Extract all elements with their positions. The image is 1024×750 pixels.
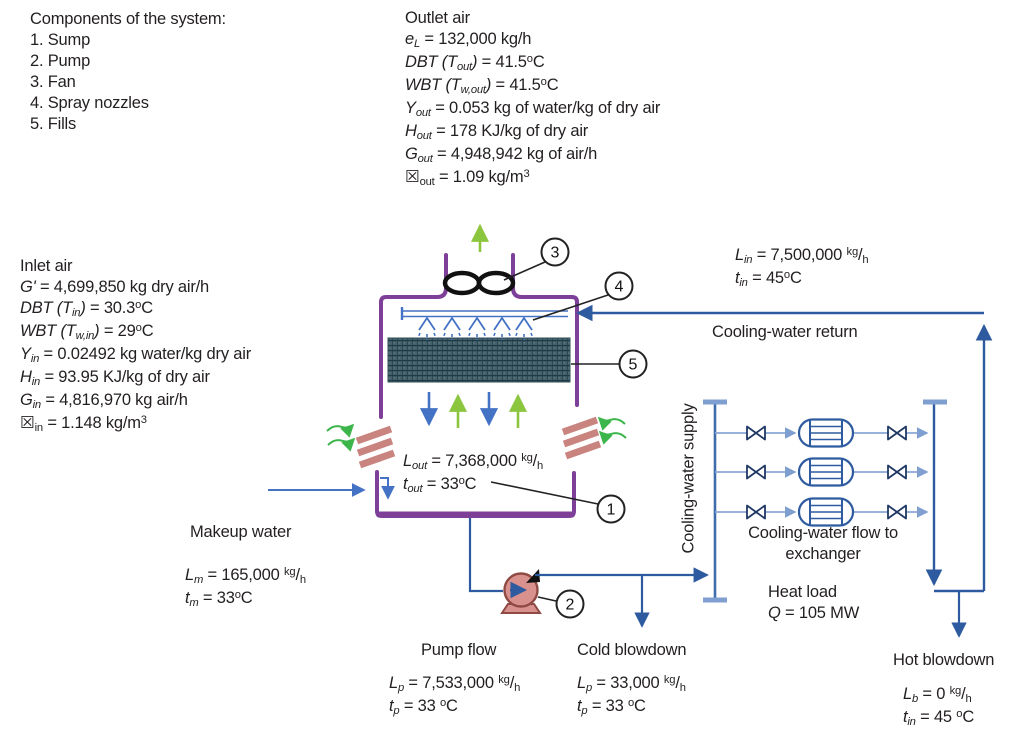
- heat-load-label: Heat load: [768, 583, 837, 601]
- formula-line: 5. Fills: [30, 115, 77, 133]
- formula-line: tp = 33 oC: [389, 696, 458, 718]
- fills-block: [387, 337, 571, 383]
- internal-flow-arrows: [419, 392, 528, 428]
- spray-header: [400, 307, 568, 320]
- components-items: 1. Sump 2. Pump 3. Fan 4. Spray nozzles 5. F…: [30, 30, 226, 135]
- fan-icon: [442, 270, 516, 296]
- formula-line: Gout = 4,948,942 kg of air/h: [405, 145, 598, 166]
- formula-line: Lb = 0 kg/h: [903, 684, 972, 706]
- tower-shell: [375, 253, 579, 518]
- components-list: Components of the system: 1. Sump 2. Pump…: [30, 9, 226, 135]
- formula-line: Gin = 4,816,970 kg air/h: [20, 391, 188, 412]
- formula-line: G' = 4,699,850 kg dry air/h: [20, 278, 210, 296]
- cooling-water-return-label: Cooling-water return: [712, 323, 858, 341]
- formula-line: DBT (Tout) = 41.5oC: [405, 52, 545, 74]
- callout-fan: 3: [540, 237, 570, 267]
- inlet-air-title: Inlet air: [20, 257, 73, 275]
- formula-line: Lp = 33,000 kg/h: [577, 673, 686, 695]
- components-title: Components of the system:: [30, 10, 226, 28]
- outlet-air-title: Outlet air: [405, 9, 470, 27]
- heat-load-block: Heat load Q = 105 MW: [768, 582, 859, 624]
- sump-outlet-pipe: [468, 518, 503, 593]
- formula-line: tin = 45oC: [735, 268, 802, 290]
- heat-exchangers: [797, 418, 855, 527]
- cooling-water-supply-label: Cooling-water supply: [679, 403, 698, 554]
- formula-line: ☒in = 1.148 kg/m3: [20, 413, 147, 435]
- callout-spray: 4: [604, 271, 634, 301]
- callout-sump: 1: [596, 494, 626, 524]
- svg-text:4: 4: [615, 279, 624, 296]
- formula-line: 1. Sump: [30, 31, 91, 49]
- callout-pump: 2: [555, 589, 585, 619]
- louvers-right: [561, 416, 602, 460]
- formula-line: Yin = 0.02492 kg water/kg dry air: [20, 345, 251, 366]
- return-circuit: [575, 304, 993, 638]
- formula-line: ☒out = 1.09 kg/m3: [405, 167, 530, 189]
- supply-header: [703, 399, 727, 603]
- pump-icon: [500, 569, 542, 614]
- formula-line: 4. Spray nozzles: [30, 94, 149, 112]
- callout-fills: 5: [618, 349, 648, 379]
- formula-line: tm = 33oC: [185, 588, 253, 610]
- hot-blowdown-label: Hot blowdown: [893, 651, 995, 669]
- formula-line: Yout = 0.053 kg of water/kg of dry air: [405, 99, 661, 120]
- formula-line: Lp = 7,533,000 kg/h: [389, 673, 521, 695]
- callout-leaders: [490, 261, 619, 602]
- formula-line: Lout = 7,368,000 kg/h: [403, 451, 544, 473]
- pump-flow-label: Pump flow: [421, 641, 497, 659]
- formula-line: tout = 33oC: [403, 474, 477, 496]
- svg-text:2: 2: [566, 597, 575, 614]
- exchanger-flow-line1: Cooling-water flow to: [748, 524, 898, 542]
- air-in-arrows: [326, 416, 627, 452]
- svg-text:5: 5: [629, 357, 638, 374]
- formula-line: tp = 33 oC: [577, 696, 646, 718]
- exchanger-flow-label: Cooling-water flow to exchanger: [723, 523, 923, 565]
- makeup-water-line: [268, 477, 395, 500]
- spray-nozzles: [417, 316, 534, 340]
- formula-line: 3. Fan: [30, 73, 76, 91]
- louvers-left: [355, 425, 396, 469]
- formula-line: eL = 132,000 kg/h: [405, 30, 532, 51]
- formula-line: Hout = 178 KJ/kg of dry air: [405, 122, 589, 143]
- formula-line: Lin = 7,500,000 kg/h: [735, 245, 869, 267]
- svg-text:1: 1: [607, 502, 616, 519]
- formula-line: Lm = 165,000 kg/h: [185, 565, 306, 587]
- formula-line: WBT (Tw,in) = 29oC: [20, 321, 154, 343]
- formula-line: WBT (Tw,out) = 41.5oC: [405, 75, 559, 97]
- formula-line: DBT (Tin) = 30.3oC: [20, 298, 153, 320]
- formula-line: Hin = 93.95 KJ/kg of dry air: [20, 368, 210, 389]
- formula-line: 2. Pump: [30, 52, 91, 70]
- valves: [746, 425, 907, 520]
- heat-load-value: Q = 105 MW: [768, 604, 860, 622]
- formula-line: tin = 45 oC: [903, 707, 975, 729]
- svg-text:3: 3: [551, 245, 560, 262]
- exchanger-flow-line2: exchanger: [785, 545, 861, 563]
- makeup-water-label: Makeup water: [190, 523, 292, 541]
- cold-blowdown-label: Cold blowdown: [577, 641, 687, 659]
